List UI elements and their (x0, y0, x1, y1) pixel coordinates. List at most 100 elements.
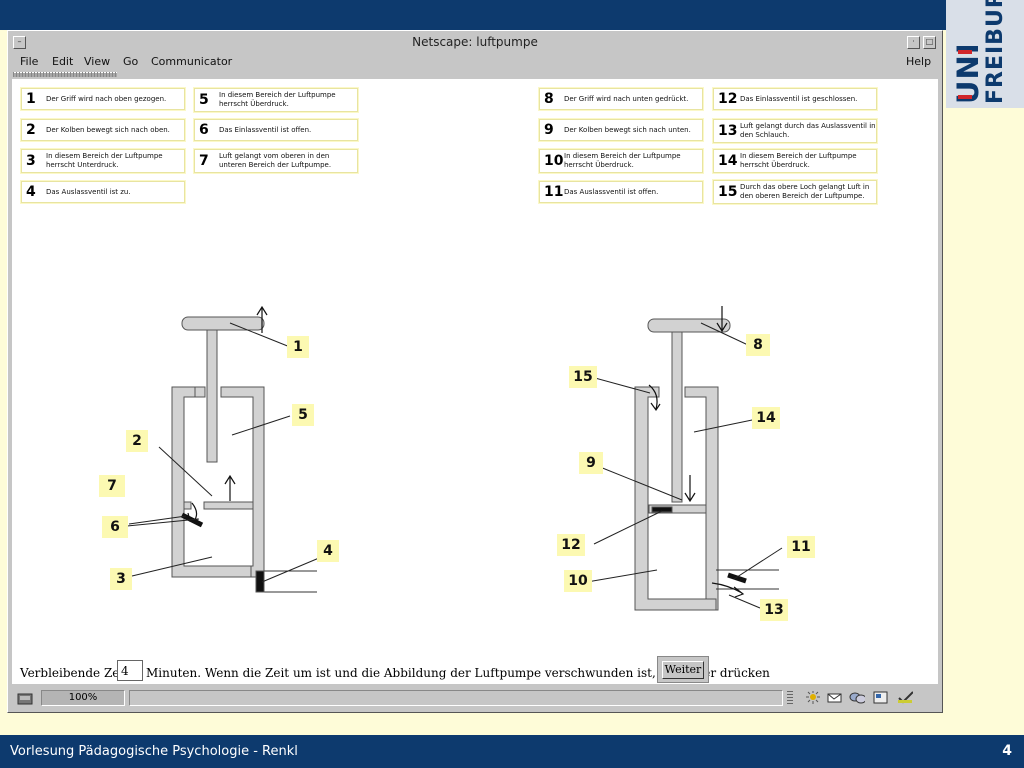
legend-text: Durch das obere Loch gelangt Luft in den… (740, 183, 870, 200)
pump-diagram-left (171, 316, 317, 593)
university-logo (946, 0, 1024, 108)
status-message-area (129, 690, 783, 706)
pump-diagrams (126, 305, 783, 611)
diagram-label-15: 15 (569, 366, 597, 388)
legend-text: Luft gelangt durch das Auslassventil in … (740, 122, 876, 139)
arrow-down-icon (684, 475, 696, 503)
legend-item: 6 Das Einlassventil ist offen. (194, 119, 358, 141)
curved-arrow-icon (711, 582, 745, 598)
pump-arrows (187, 305, 745, 598)
legend-text: Das Auslassventil ist offen. (564, 188, 659, 196)
diagram-label-1: 1 (287, 336, 309, 358)
slide-top-band (0, 0, 946, 30)
legend-text: Der Kolben bewegt sich nach oben. (46, 126, 170, 134)
menu-help[interactable]: Help (906, 55, 932, 68)
diagram-label-11: 11 (787, 536, 815, 558)
legend-number: 15 (718, 184, 738, 200)
diagram-label-4: 4 (317, 540, 339, 562)
weiter-button-frame: Weiter (657, 656, 709, 683)
diagram-label-6: 6 (102, 516, 128, 538)
window-title: Netscape: luftpumpe (412, 35, 538, 49)
legend-text: Das Einlassventil ist offen. (219, 126, 312, 134)
legend-item: 7 Luft gelangt vom oberen in den unteren… (194, 149, 358, 173)
logo-red-mark (958, 50, 972, 54)
legend-text: Das Einlassventil ist geschlossen. (740, 95, 858, 103)
legend-item: 1 Der Griff wird nach oben gezogen. (21, 88, 185, 110)
menu-view[interactable]: View (84, 55, 111, 68)
diagram-label-5: 5 (292, 404, 314, 426)
legend-number: 4 (26, 184, 36, 200)
security-lock-icon[interactable] (17, 691, 35, 705)
collapsed-toolbar-grip[interactable] (13, 72, 117, 77)
slide-right-stripe (946, 0, 1024, 735)
grip-icon (787, 691, 793, 704)
legend-number: 3 (26, 153, 36, 169)
legend-number: 5 (199, 92, 209, 108)
legend-number: 12 (718, 91, 738, 107)
legend-number: 6 (199, 122, 209, 138)
minimize-button[interactable]: · (907, 36, 920, 49)
menu-communicator[interactable]: Communicator (151, 55, 233, 68)
legend-number: 9 (544, 122, 554, 138)
legend-item: 3 In diesem Bereich der Luftpumpe herrsc… (21, 149, 185, 173)
chat-icon[interactable] (849, 691, 865, 704)
label-leader-lines (126, 322, 783, 609)
diagram-label-13: 13 (760, 599, 788, 621)
page-content: 1 Der Griff wird nach oben gezogen. 2 De… (12, 79, 938, 684)
page-number: 4 (1002, 743, 1012, 759)
diagram-label-12: 12 (557, 534, 585, 556)
diagram-label-2: 2 (126, 430, 148, 452)
weiter-button[interactable]: Weiter (662, 661, 704, 679)
curved-arrow-icon (648, 384, 661, 412)
legend-item: 13 Luft gelangt durch das Auslassventil … (713, 119, 877, 143)
arrow-up-icon (224, 474, 236, 501)
legend-text: Luft gelangt vom oberen in den unteren B… (219, 152, 332, 169)
window-menu-button[interactable]: – (13, 36, 26, 49)
status-bar: 100% (11, 687, 939, 709)
arrow-up-icon (256, 305, 268, 333)
diagram-label-9: 9 (579, 452, 603, 474)
component-bar (787, 690, 937, 706)
legend-item: 10 In diesem Bereich der Luftpumpe herrs… (539, 149, 703, 173)
legend-text: In diesem Bereich der Luftpumpe herrscht… (740, 152, 857, 169)
menu-file[interactable]: File (20, 55, 39, 68)
logo-line-freiburg: FREIBURG (983, 0, 1008, 104)
time-instruction-text: Minuten. Wenn die Zeit um ist und die Ab… (146, 666, 770, 680)
browser-window: – Netscape: luftpumpe · □ File Edit View… (7, 30, 943, 713)
legend-number: 14 (718, 153, 738, 169)
legend-number: 8 (544, 91, 554, 107)
legend-item: 2 Der Kolben bewegt sich nach oben. (21, 119, 185, 141)
legend-item: 15 Durch das obere Loch gelangt Luft in … (713, 180, 877, 204)
window-titlebar[interactable]: – Netscape: luftpumpe · □ (11, 34, 939, 52)
composer-icon[interactable] (873, 691, 889, 704)
mail-icon[interactable] (827, 691, 843, 704)
menu-edit[interactable]: Edit (52, 55, 74, 68)
legend-item: 9 Der Kolben bewegt sich nach unten. (539, 119, 703, 141)
diagram-label-3: 3 (110, 568, 132, 590)
legend-item: 8 Der Griff wird nach unten gedrückt. (539, 88, 703, 110)
bookmark-check-icon[interactable] (897, 691, 913, 704)
status-zoom: 100% (41, 690, 125, 706)
footer-text: Vorlesung Pädagogische Psychologie - Ren… (10, 744, 298, 759)
diagram-label-8: 8 (746, 334, 770, 356)
legend-number: 11 (544, 184, 564, 200)
diagram-label-14: 14 (752, 407, 780, 429)
legend-text: In diesem Bereich der Luftpumpe herrscht… (219, 91, 336, 108)
legend-text: In diesem Bereich der Luftpumpe herrscht… (564, 152, 681, 169)
maximize-button[interactable]: □ (923, 36, 936, 49)
diagram-label-7: 7 (99, 475, 125, 497)
arrow-down-icon (716, 306, 728, 333)
remaining-time-input[interactable] (117, 660, 143, 681)
legend-number: 1 (26, 91, 36, 107)
legend-item: 5 In diesem Bereich der Luftpumpe herrsc… (194, 88, 358, 112)
legend-item: 14 In diesem Bereich der Luftpumpe herrs… (713, 149, 877, 173)
menu-go[interactable]: Go (123, 55, 139, 68)
logo-red-mark (958, 95, 972, 99)
legend-number: 2 (26, 122, 36, 138)
remaining-time-label: Verbleibende Zeit: (20, 666, 133, 680)
legend-number: 10 (544, 153, 564, 169)
legend-text: Der Kolben bewegt sich nach unten. (564, 126, 691, 134)
diagram-label-10: 10 (564, 570, 592, 592)
legend-text: Der Griff wird nach unten gedrückt. (564, 95, 689, 103)
sun-icon[interactable] (805, 691, 821, 704)
